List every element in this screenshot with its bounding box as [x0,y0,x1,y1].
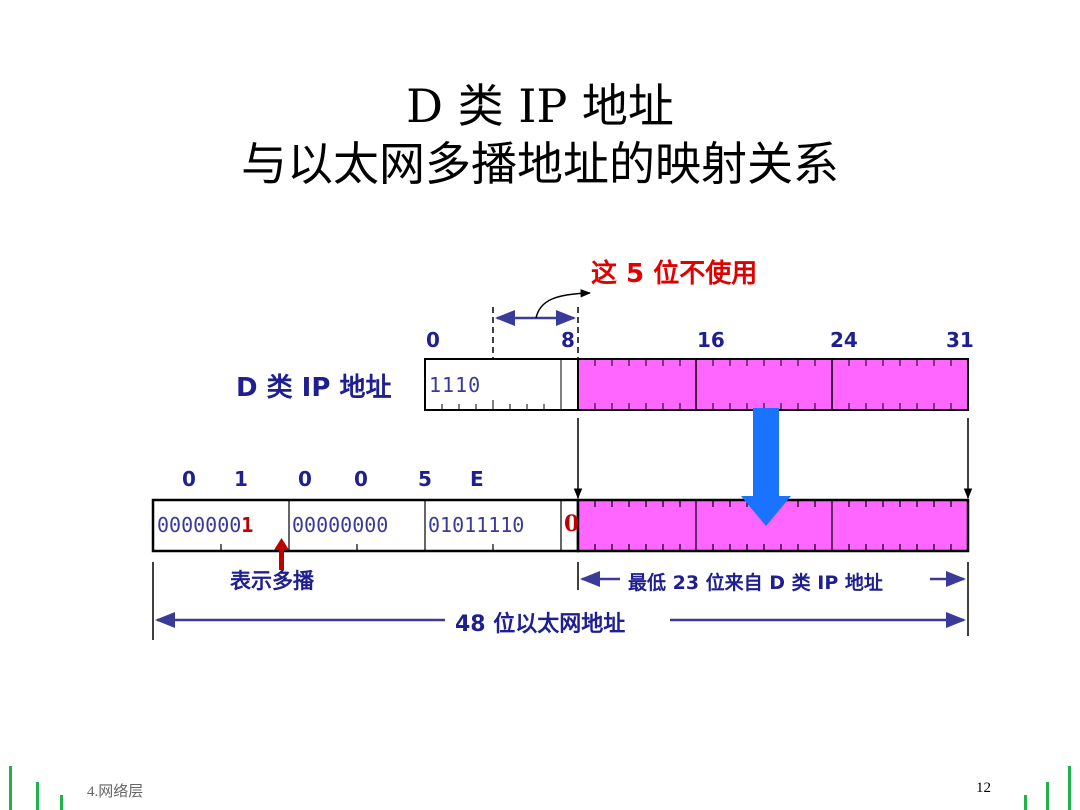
ip-low-23-field [577,358,969,411]
page-number: 12 [976,780,991,796]
bit-position-24: 24 [830,328,858,352]
mac-hex-digit-6: E [470,467,484,491]
bit-position-31: 31 [946,328,974,352]
mac-multicast-bit: 1 [241,513,254,537]
slide-title-line1: D 类 IP 地址 [406,79,674,133]
footer-decoration-right [1024,766,1071,810]
unused-note-pointer [535,289,592,319]
mac-bits-byte3: 01011110 [428,513,525,537]
bit-position-8: 8 [561,328,575,352]
mac-bits-group1: 0000000 [157,513,242,537]
low23-label: 最低 23 位来自 D 类 IP 地址 [628,572,883,594]
mac-bits-byte2: 00000000 [292,513,389,537]
bit-position-0: 0 [426,328,440,352]
mac-zero-bit: 0 [564,511,580,537]
multicast-label: 表示多播 [230,569,314,593]
ip-bit-ticks [441,359,952,410]
mac-bits-byte1: 00000001 [157,513,253,537]
footer-decoration-left [9,766,63,810]
unused-bits-note: 这 5 位不使用 [591,259,758,289]
mac48-label: 48 位以太网地址 [455,612,626,637]
mac-hex-digit-5: 5 [418,467,432,491]
ip-address-label: D 类 IP 地址 [236,373,392,403]
slide-title-line2: 与以太网多播地址的映射关系 [241,137,839,191]
mac-byte-dividers [220,500,952,551]
mac-hex-digit-1: 0 [182,467,196,491]
bit-position-16: 16 [697,328,725,352]
mac-hex-digit-2: 1 [234,467,248,491]
multicast-bit-marker [274,538,289,570]
ip-prefix-bits: 1110 [429,373,482,397]
footer-section: 4.网络层 [87,784,144,800]
mac-hex-digit-4: 0 [354,467,368,491]
copy-down-arrow [741,408,791,526]
mac-hex-digit-3: 0 [298,467,312,491]
ip-box-white [424,358,579,411]
